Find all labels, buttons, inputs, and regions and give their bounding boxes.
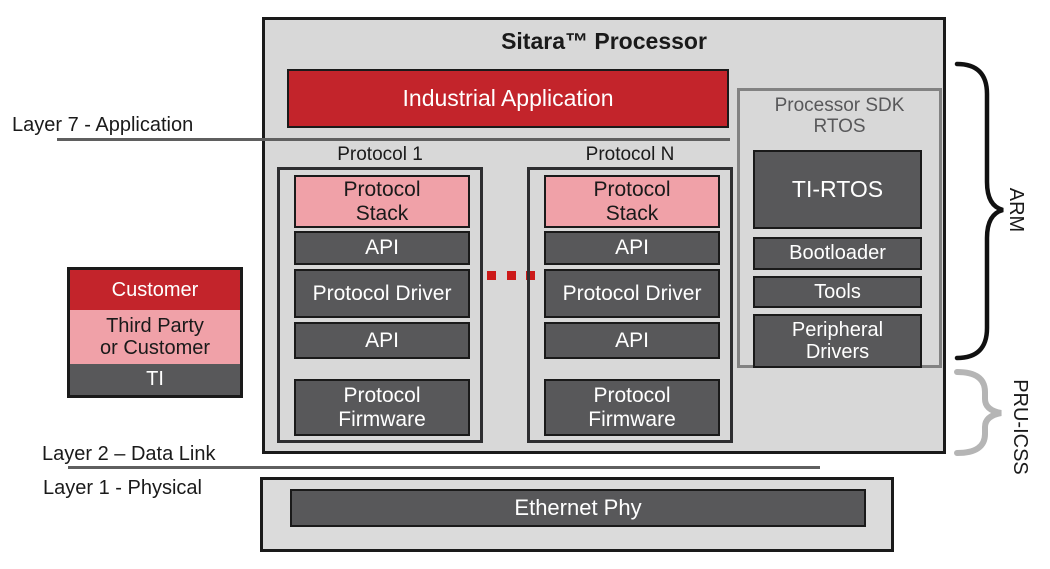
protocol-n-label: Protocol N (585, 144, 675, 165)
layer2-label: Layer 2 – Data Link (42, 442, 216, 465)
pru-icss-label: PRU-ICSS (1009, 379, 1032, 475)
protocol-1-label: Protocol 1 (337, 144, 423, 165)
protocol-1-column: Protocol Stack API Protocol Driver API P… (277, 167, 483, 443)
layer7-line (57, 138, 730, 141)
legend-customer: Customer (70, 270, 240, 310)
protocol-n-api-lower-block: API (544, 322, 720, 359)
protocol-n-driver-block: Protocol Driver (544, 269, 720, 318)
layer7-label: Layer 7 - Application (12, 113, 194, 136)
protocol-n-api-upper-block: API (544, 231, 720, 265)
processor-sdk-title: Processor SDK RTOS (774, 94, 905, 137)
protocol-1-api-upper-block: API (294, 231, 470, 265)
ellipsis-dot-icon (506, 271, 516, 280)
legend-ti: TI (70, 364, 240, 395)
protocol-1-driver-block: Protocol Driver (294, 269, 470, 318)
ti-rtos-block: TI-RTOS (753, 150, 922, 229)
ellipsis-dots (487, 271, 535, 281)
protocol-1-firmware-block: Protocol Firmware (294, 379, 470, 436)
processor-sdk-panel: TI-RTOS Bootloader Tools Peripheral Driv… (737, 88, 942, 368)
ethernet-phy-block: Ethernet Phy (290, 489, 866, 527)
protocol-n-firmware-block: Protocol Firmware (544, 379, 720, 436)
industrial-application-block: Industrial Application (287, 69, 729, 128)
peripheral-drivers-block: Peripheral Drivers (753, 314, 922, 368)
tools-block: Tools (753, 276, 922, 308)
protocol-n-stack-block: Protocol Stack (544, 175, 720, 228)
protocol-n-column: Protocol Stack API Protocol Driver API P… (527, 167, 733, 443)
arm-label: ARM (1005, 187, 1028, 233)
ellipsis-dot-icon (487, 271, 496, 280)
ellipsis-dot-icon (526, 271, 535, 280)
pru-icss-brace-icon (954, 369, 1002, 456)
arm-brace-icon (954, 61, 1004, 361)
bootloader-block: Bootloader (753, 237, 922, 270)
legend-third-party: Third Party or Customer (70, 310, 240, 364)
protocol-1-api-lower-block: API (294, 322, 470, 359)
layer1-label: Layer 1 - Physical (43, 476, 202, 499)
sitara-processor-title: Sitara™ Processor (501, 27, 707, 54)
legend: Customer Third Party or Customer TI (67, 267, 243, 398)
layer2-line (68, 466, 820, 469)
protocol-1-stack-block: Protocol Stack (294, 175, 470, 228)
